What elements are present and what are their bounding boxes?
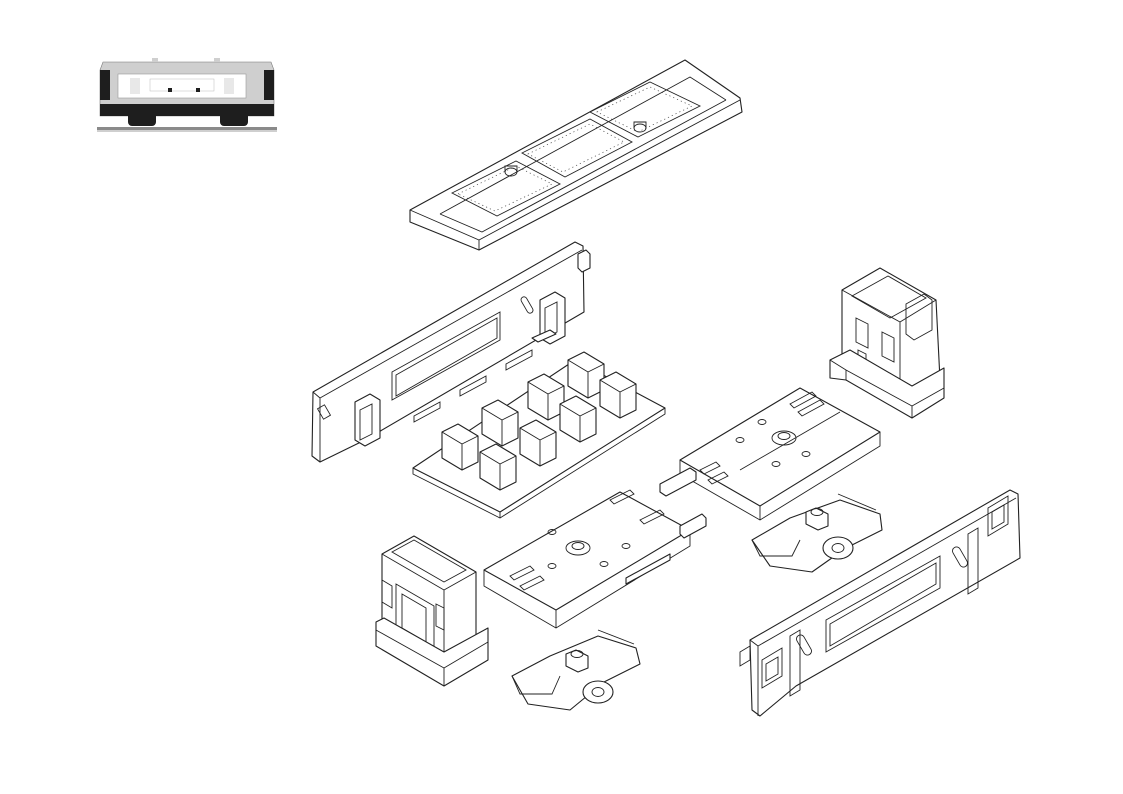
bogie-left-part: [512, 630, 640, 710]
assembled-car-thumbnail: [97, 58, 277, 132]
chassis-frame-left-part: [484, 490, 706, 628]
roof-part: [410, 60, 742, 250]
end-cab-upper-right-part: [830, 268, 944, 418]
end-cab-lower-left-part: [376, 536, 488, 686]
chassis-frame-right-part: [660, 388, 880, 520]
bogie-right-part: [752, 494, 882, 572]
